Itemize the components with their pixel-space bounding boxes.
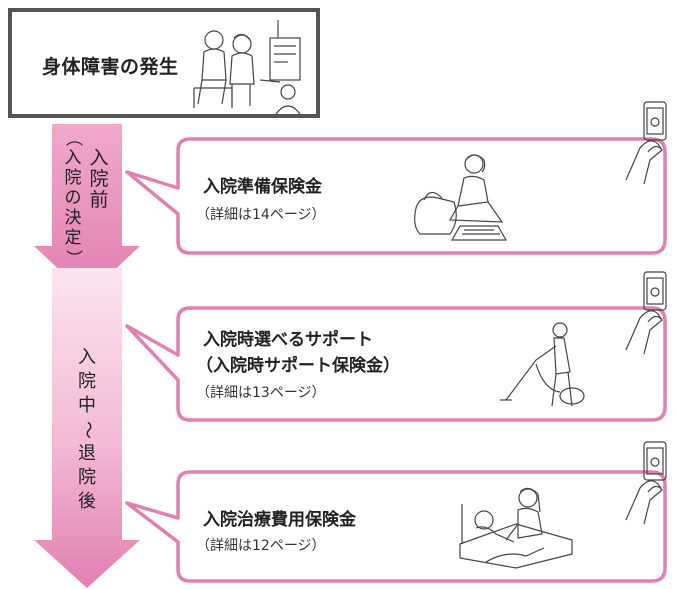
- stage-sub-char: （: [63, 129, 83, 147]
- smartphone-hand-icon: [625, 271, 667, 355]
- packing-bag-illustration: [414, 154, 508, 241]
- stage-arrow-during: [34, 268, 140, 588]
- stage-arrow-before: [34, 124, 140, 296]
- stage-sublabel-before: （ 入 院 の 決 定 ）: [62, 128, 84, 268]
- card-title-3: 入院治療費用保険金: [203, 510, 356, 530]
- stage-sub-char: 院: [64, 168, 82, 188]
- stage-before-char: 前: [89, 189, 109, 211]
- people-meeting-illustration: [193, 20, 301, 114]
- stage-sub-char: 定: [64, 228, 82, 248]
- stage-sub-char: 入: [64, 148, 82, 168]
- stage-during-char: 院: [78, 467, 96, 488]
- stage-sub-char: の: [64, 188, 82, 208]
- stage-label-before: 入 院 前: [88, 148, 110, 211]
- stage-sub-char: ）: [63, 249, 83, 267]
- stage-during-char: 中: [78, 395, 96, 416]
- hospital-bed-illustration: [459, 487, 573, 569]
- card-ref-1: （詳細は14ページ）: [196, 207, 326, 223]
- card-title-1: 入院準備保険金: [203, 177, 322, 197]
- stage-during-char: 後: [78, 491, 96, 512]
- smartphone-hand-icon: [625, 441, 667, 525]
- stage-before-char: 院: [89, 168, 109, 190]
- vacuum-cleaner-illustration: [500, 322, 585, 407]
- stage-before-char: 入: [89, 147, 109, 169]
- stage-label-during: 入 院 中 ～ 退 院 後: [76, 346, 98, 514]
- stage-during-char: 院: [78, 371, 96, 392]
- card-ref-3: （詳細は12ページ）: [196, 538, 326, 554]
- event-box: 身体障害の発生: [8, 8, 320, 118]
- card-outline-1: [125, 137, 667, 255]
- card-ref-2: （詳細は13ページ）: [196, 385, 326, 401]
- stage-sub-char: 決: [64, 208, 82, 228]
- card-outline-2: [125, 306, 667, 422]
- stage-during-char: 退: [78, 443, 96, 464]
- stage-during-char: ～: [77, 421, 98, 439]
- stage-during-char: 入: [78, 347, 96, 368]
- event-title: 身体障害の発生: [42, 56, 179, 78]
- card-title-2a: 入院時選べるサポート: [203, 330, 373, 350]
- smartphone-hand-icon: [625, 101, 667, 185]
- card-title-2b: （入院時サポート保険金）: [196, 356, 400, 376]
